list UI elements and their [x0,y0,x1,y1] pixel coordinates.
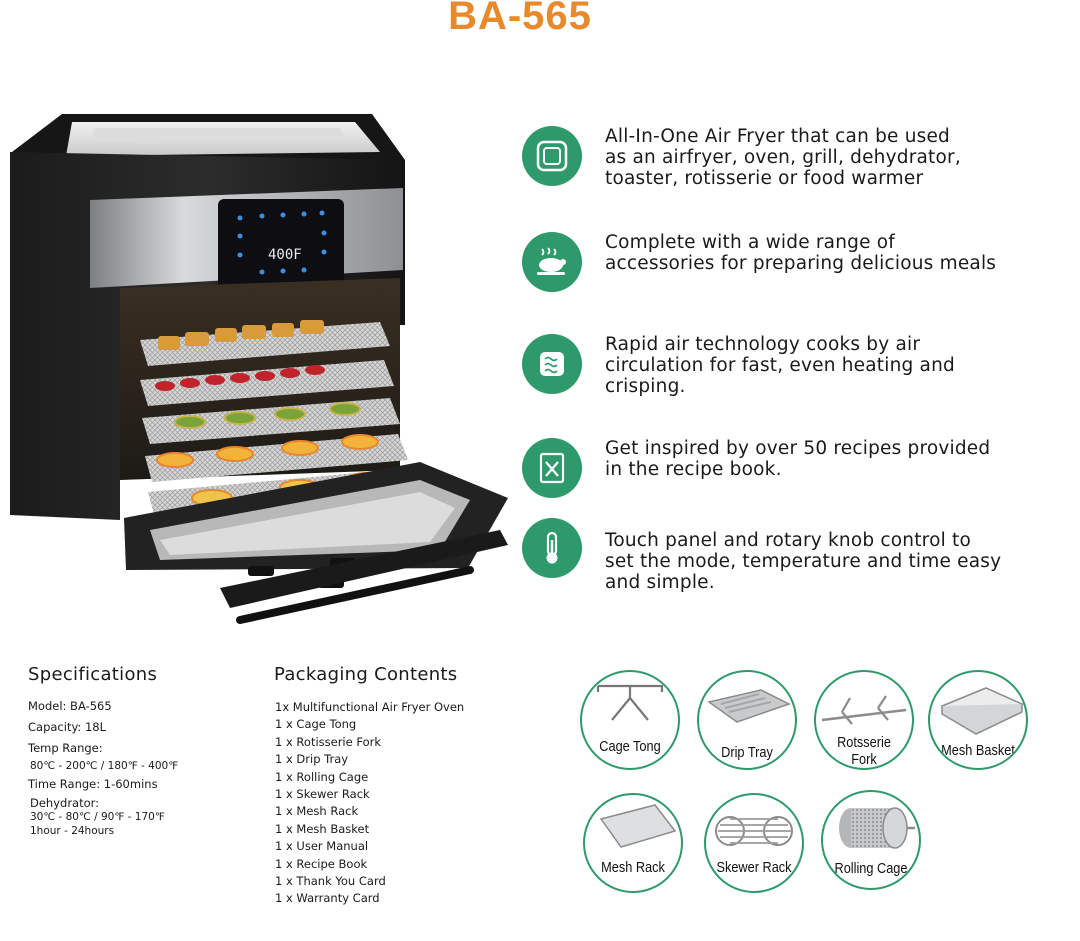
spec-capacity: Capacity: 18L [28,720,106,734]
page-title: BA-565 [448,0,592,38]
accessory-rotisserie-fork: Rotsserie Fork [814,670,914,770]
list-item: 1 x Mesh Rack [275,804,359,819]
display-readout: 400F [268,247,302,263]
recipe-book-icon [522,438,582,498]
spec-temp-range-value: 80℃ - 200℃ / 180℉ - 400℉ [30,760,179,772]
accessory-label: Skewer Rack [716,859,792,876]
spec-dehydrator-temp: 30℃ - 80℃ / 90℉ - 170℉ [30,811,165,823]
list-item: 1 x User Manual [275,839,369,854]
accessory-label: Drip Tray [721,744,773,761]
spec-time-range: Time Range: 1-60mins [28,777,158,791]
packaging-heading: Packaging Contents [274,664,458,685]
spec-dehydrator-time: 1hour - 24hours [30,825,115,837]
air-fryer-icon [522,126,582,186]
spec-dehydrator-label: Dehydrator: [30,796,100,810]
list-item: 1 x Drip Tray [275,752,349,767]
accessory-cage-tong: Cage Tong [580,670,680,770]
accessory-label: Rotsserie Fork [837,734,891,768]
accessory-skewer-rack: Skewer Rack [704,793,804,893]
accessory-label: Cage Tong [599,738,661,755]
feature-text: Rapid air technology cooks by air circul… [605,334,955,397]
list-item: 1 x Skewer Rack [275,787,370,802]
accessory-label: Mesh Rack [601,859,665,876]
list-item: 1 x Rolling Cage [275,769,369,784]
accessory-drip-tray: Drip Tray [697,670,797,770]
accessory-rolling-cage: Rolling Cage [821,790,921,890]
packaging-list: 1x Multifunctional Air Fryer Oven 1 x Ca… [275,699,515,908]
list-item: 1 x Recipe Book [275,856,368,871]
specifications-heading: Specifications [28,664,158,685]
accessory-mesh-rack: Mesh Rack [583,793,683,893]
list-item: 1 x Mesh Basket [275,821,370,836]
spec-temp-range-label: Temp Range: [28,741,103,755]
list-item: 1x Multifunctional Air Fryer Oven [275,700,465,714]
thermometer-icon [522,518,582,578]
list-item: 1 x Warranty Card [275,891,380,906]
accessory-label: Mesh Basket [941,742,1015,759]
feature-text: Touch panel and rotary knob control to s… [605,530,1002,593]
feature-text: Get inspired by over 50 recipes provided… [605,438,991,480]
list-item: 1 x Cage Tong [275,717,357,732]
list-item: 1 x Rotisserie Fork [275,734,381,749]
feature-text: All-In-One Air Fryer that can be used as… [605,126,961,189]
roast-chicken-icon [522,232,582,292]
air-fryer-oven-image: 400F [0,100,520,640]
feature-text: Complete with a wide range of accessorie… [605,232,997,274]
list-item: 1 x Thank You Card [275,874,386,889]
spec-model: Model: BA-565 [28,699,112,713]
accessory-label: Rolling Cage [834,860,908,877]
accessory-mesh-basket: Mesh Basket [928,670,1028,770]
rapid-air-icon [522,334,582,394]
